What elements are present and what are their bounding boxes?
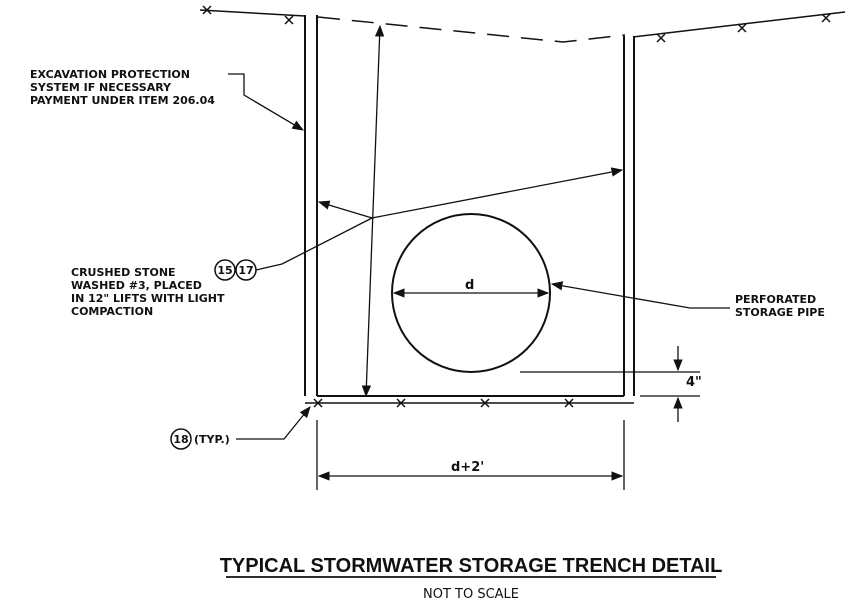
svg-text:WASHED #3, PLACED: WASHED #3, PLACED <box>71 279 202 292</box>
trench-walls <box>304 15 635 404</box>
base-gap-dimension <box>520 346 700 422</box>
svg-text:COMPACTION: COMPACTION <box>71 305 153 318</box>
excavation-label: EXCAVATION PROTECTION SYSTEM IF NECESSAR… <box>30 68 215 107</box>
base-gap-label: 4" <box>686 375 702 390</box>
ground-line-right <box>632 11 846 43</box>
existing-ground-dashed <box>317 16 626 43</box>
pipe-diameter-label: d <box>465 278 474 293</box>
geotextile-callout: 18 (TYP.) <box>170 428 230 450</box>
geotextile-marks <box>313 398 574 408</box>
stone-label: CRUSHED STONE WASHED #3, PLACED IN 12" L… <box>71 266 225 318</box>
geotextile-leader <box>236 406 311 440</box>
stone-badge-connector <box>255 263 283 271</box>
svg-text:PAYMENT UNDER ITEM 206.04: PAYMENT UNDER ITEM 206.04 <box>30 94 215 107</box>
svg-text:(TYP.): (TYP.) <box>194 433 230 446</box>
perforated-pipe <box>391 213 551 373</box>
ground-line-left <box>199 5 306 25</box>
excavation-leader <box>228 73 305 131</box>
svg-text:CRUSHED STONE: CRUSHED STONE <box>71 266 176 279</box>
svg-text:17: 17 <box>238 264 253 277</box>
svg-text:IN 12" LIFTS WITH LIGHT: IN 12" LIFTS WITH LIGHT <box>71 292 225 305</box>
stone-callout-badges: 15 17 <box>214 259 257 281</box>
width-dimension-label: d+2' <box>451 460 484 475</box>
pipe-label-line-1: PERFORATED <box>735 293 816 306</box>
svg-text:18: 18 <box>173 433 188 446</box>
depth-dimension-line <box>361 24 385 398</box>
pipe-leader <box>550 281 730 309</box>
width-dimension <box>316 420 625 490</box>
drawing-title: TYPICAL STORMWATER STORAGE TRENCH DETAIL <box>220 555 723 577</box>
stone-leaders <box>281 167 624 265</box>
pipe-label-line-2: STORAGE PIPE <box>735 306 825 319</box>
svg-text:EXCAVATION PROTECTION: EXCAVATION PROTECTION <box>30 68 190 81</box>
svg-text:15: 15 <box>217 264 232 277</box>
svg-text:SYSTEM IF NECESSARY: SYSTEM IF NECESSARY <box>30 81 172 94</box>
drawing-subtitle: NOT TO SCALE <box>423 587 519 602</box>
